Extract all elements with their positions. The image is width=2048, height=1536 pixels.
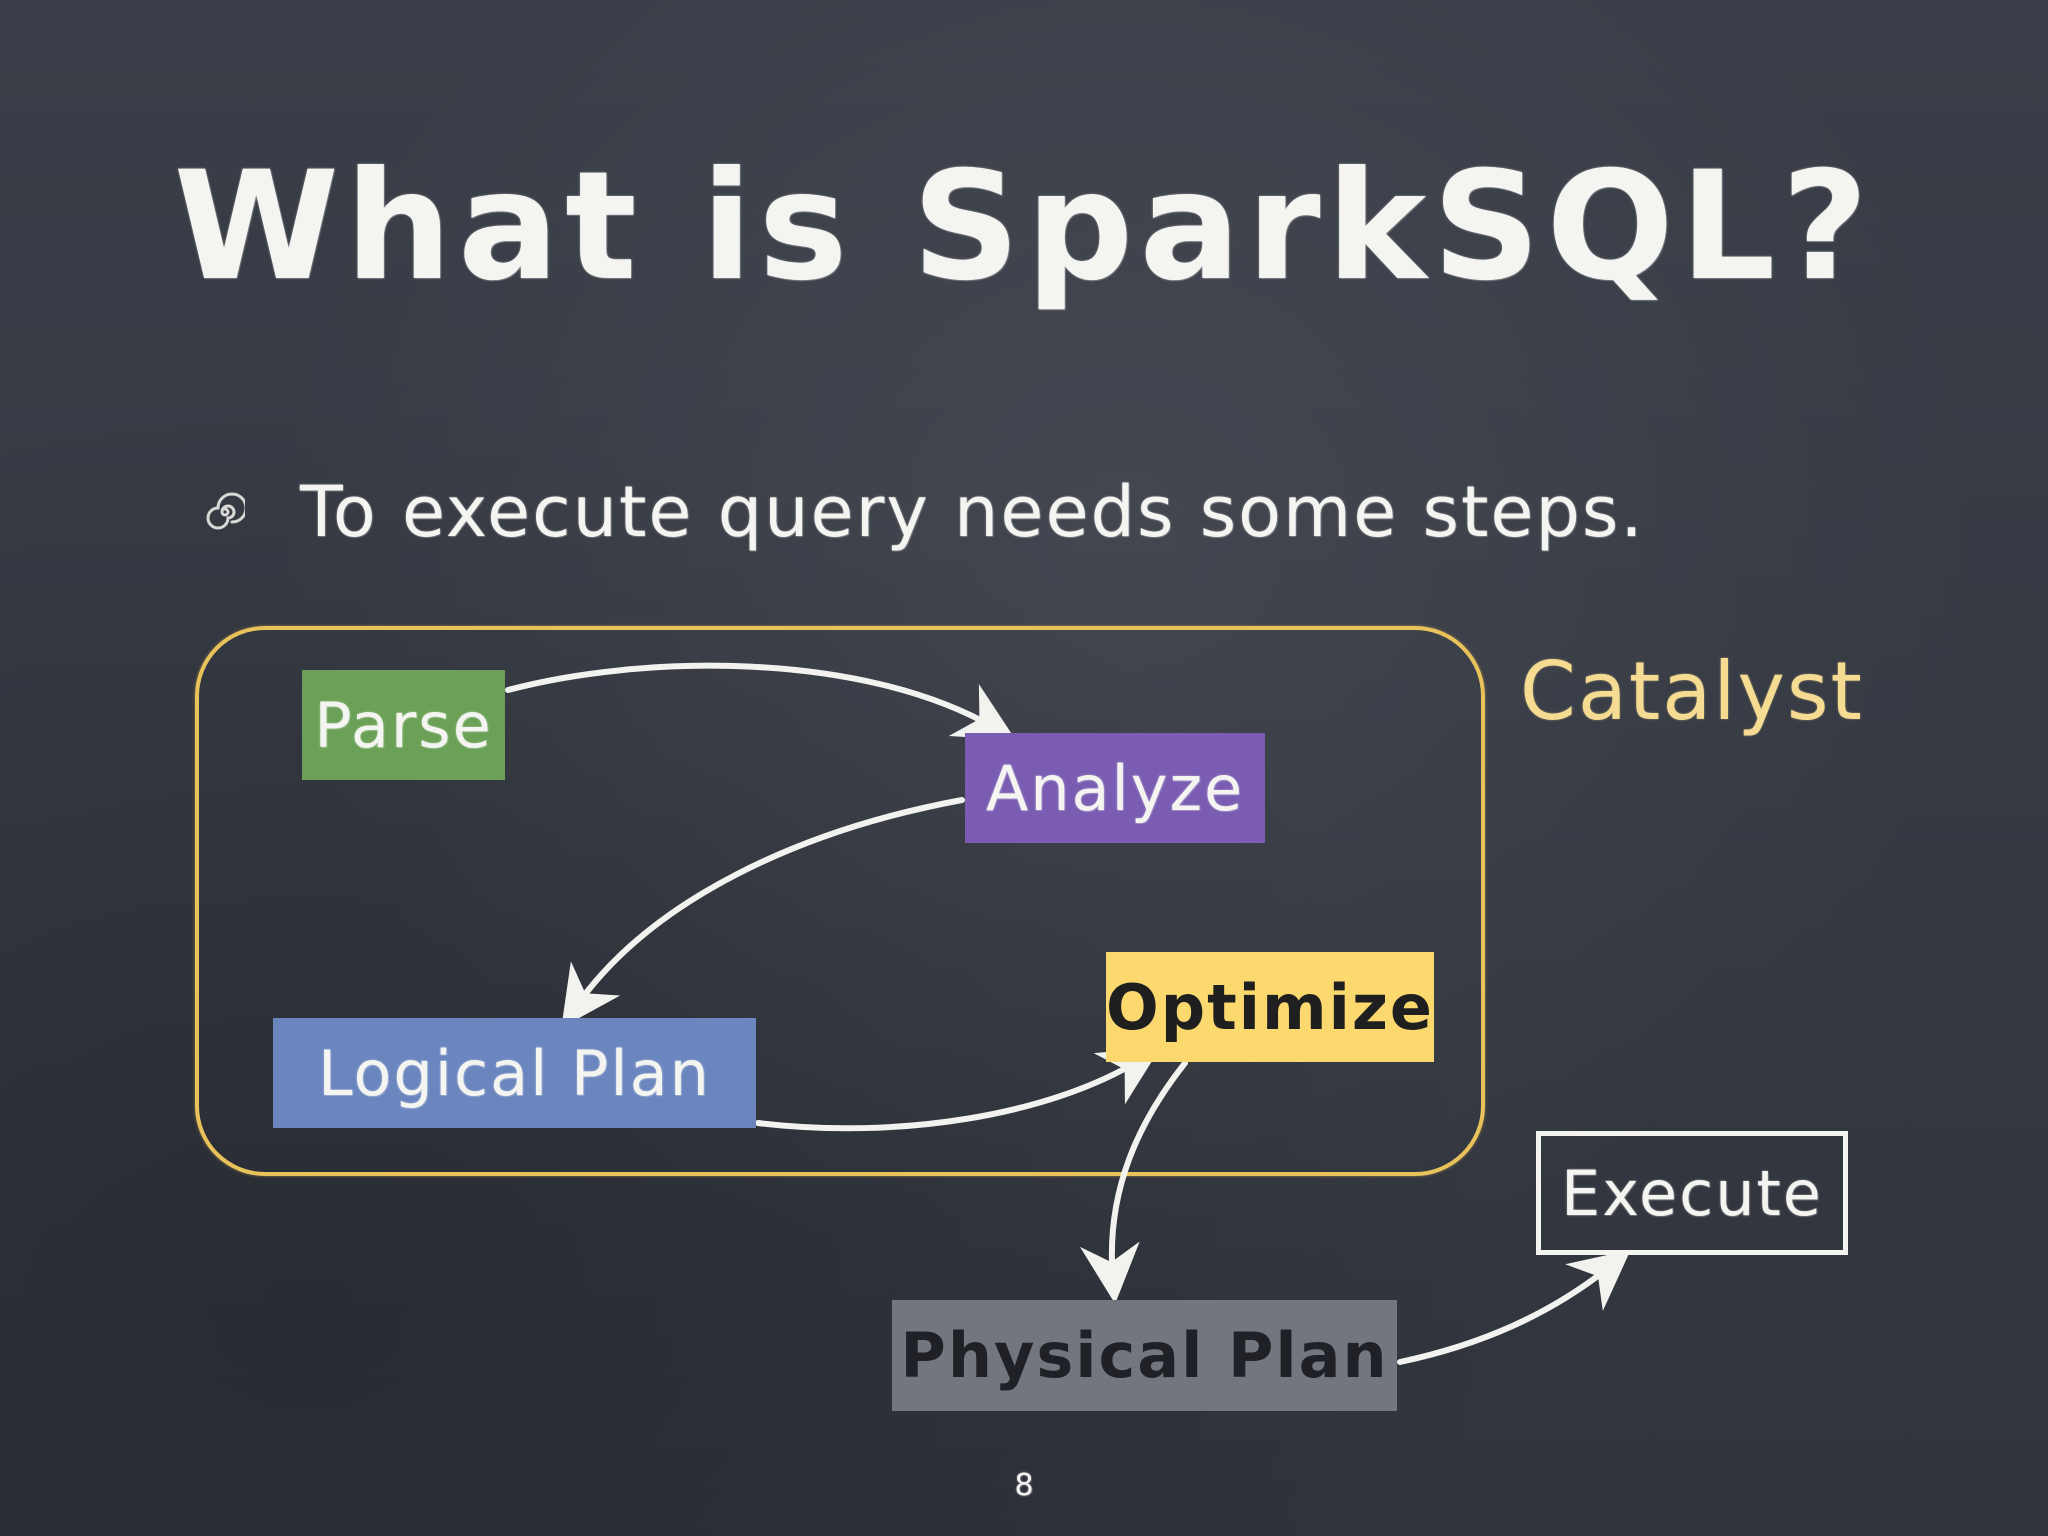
node-parse: Parse <box>302 670 505 780</box>
node-execute: Execute <box>1536 1131 1848 1255</box>
node-analyze: Analyze <box>965 733 1265 843</box>
node-physical-plan: Physical Plan <box>892 1300 1397 1411</box>
bullet-item: To execute query needs some steps. <box>205 462 1645 562</box>
node-logical-plan: Logical Plan <box>273 1018 756 1128</box>
slide-title: What is SparkSQL? <box>173 140 1875 314</box>
node-optimize: Optimize <box>1106 952 1434 1062</box>
spiral-bullet-icon <box>205 492 248 532</box>
catalyst-group-frame <box>195 626 1485 1176</box>
page-number: 8 <box>1014 1468 1034 1503</box>
bullet-text: To execute query needs some steps. <box>300 471 1645 553</box>
catalyst-label: Catalyst <box>1520 645 1864 738</box>
